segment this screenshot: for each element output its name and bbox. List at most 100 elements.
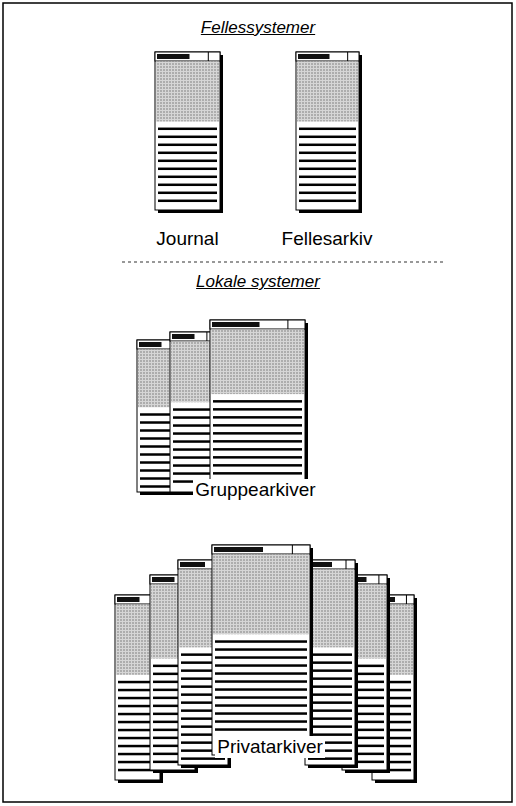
- icon-body: [296, 52, 359, 210]
- icon-text-line: [213, 416, 302, 419]
- archive-icon: [145, 48, 230, 258]
- icon-text-line: [173, 456, 212, 459]
- archive-label: Gruppearkiver: [193, 479, 317, 501]
- icon-text-line: [299, 144, 356, 147]
- icon-grey-area: [297, 62, 358, 122]
- icon-body: [155, 52, 220, 210]
- icon-text-line: [173, 408, 212, 411]
- icon-text-line: [299, 200, 356, 203]
- icon-titlebar-mark: [172, 334, 195, 339]
- icon-text-line: [158, 136, 217, 139]
- section-heading: Lokale systemer: [196, 272, 320, 291]
- heading-row: Lokale systemer: [0, 272, 516, 292]
- archive-icon: [105, 538, 425, 800]
- icon-text-line: [215, 704, 307, 707]
- icon-body: [210, 320, 305, 490]
- icon-grey-area: [213, 555, 309, 635]
- icon-titlebar-mark: [139, 342, 162, 347]
- document-icon: [155, 52, 223, 213]
- icon-text-line: [299, 136, 356, 139]
- document-icon: [212, 545, 313, 758]
- icon-text-line: [158, 144, 217, 147]
- icon-text-line: [308, 725, 352, 728]
- icon-text-line: [308, 685, 352, 688]
- archive-node: Journal: [145, 48, 230, 258]
- icon-titlebar-mark: [214, 547, 263, 552]
- archive-icon: [272, 48, 382, 258]
- icon-text-line: [213, 424, 302, 427]
- icon-text-line: [299, 168, 356, 171]
- icon-text-line: [173, 416, 212, 419]
- icon-text-line: [299, 184, 356, 187]
- icon-titlebar-divider: [208, 52, 209, 61]
- icon-text-line: [158, 128, 217, 131]
- icon-titlebar-divider: [378, 575, 379, 584]
- icon-titlebar-mark: [152, 577, 175, 582]
- icon-titlebar-divider: [346, 560, 347, 569]
- icon-titlebar-mark: [212, 322, 260, 327]
- divider-line: [122, 261, 446, 262]
- icon-titlebar-mark: [180, 562, 205, 567]
- document-icon: [296, 52, 362, 213]
- outer-border: [3, 3, 512, 802]
- icon-grey-area: [306, 570, 354, 648]
- icon-text-line: [213, 400, 302, 403]
- icon-titlebar-mark: [157, 54, 190, 59]
- icon-text-line: [213, 440, 302, 443]
- icon-text-line: [173, 424, 212, 427]
- icon-text-line: [213, 448, 302, 451]
- icon-text-line: [173, 464, 212, 467]
- icon-text-line: [215, 712, 307, 715]
- icon-titlebar: [212, 545, 310, 554]
- archive-node: Fellesarkiv: [272, 48, 382, 258]
- icon-text-line: [215, 656, 307, 659]
- icon-text-line: [308, 717, 352, 720]
- icon-text-line: [215, 640, 307, 643]
- icon-text-line: [158, 152, 217, 155]
- icon-titlebar-divider: [292, 545, 293, 554]
- icon-body: [212, 545, 310, 755]
- icon-text-line: [158, 160, 217, 163]
- icon-text-line: [299, 152, 356, 155]
- icon-text-line: [213, 464, 302, 467]
- icon-text-line: [299, 192, 356, 195]
- icon-text-line: [308, 669, 352, 672]
- section-heading: Fellessystemer: [201, 18, 315, 37]
- icon-text-line: [299, 176, 356, 179]
- icon-text-line: [173, 472, 212, 475]
- icon-text-line: [215, 728, 307, 731]
- archive-label: Privatarkiver: [215, 736, 325, 758]
- icon-titlebar: [155, 52, 220, 61]
- heading-row: Fellessystemer: [0, 18, 516, 38]
- icon-grey-area: [156, 62, 219, 122]
- icon-text-line: [308, 693, 352, 696]
- icon-text-line: [213, 432, 302, 435]
- icon-text-line: [215, 672, 307, 675]
- icon-text-line: [308, 677, 352, 680]
- icon-text-line: [308, 661, 352, 664]
- icon-text-line: [213, 408, 302, 411]
- icon-text-line: [213, 472, 302, 475]
- icon-titlebar-mark: [117, 597, 140, 602]
- icon-titlebar-divider: [406, 595, 407, 604]
- icon-text-line: [215, 720, 307, 723]
- icon-text-line: [308, 653, 352, 656]
- icon-titlebar: [210, 320, 305, 329]
- icon-text-line: [215, 696, 307, 699]
- archive-node: Privatarkiver: [105, 538, 425, 800]
- document-icon: [210, 320, 308, 493]
- icon-text-line: [158, 184, 217, 187]
- icon-text-line: [158, 176, 217, 179]
- icon-body: [170, 332, 215, 492]
- icon-titlebar-divider: [206, 332, 207, 341]
- icon-titlebar: [296, 52, 359, 61]
- icon-text-line: [158, 200, 217, 203]
- archive-label: Journal: [154, 228, 220, 250]
- icon-text-line: [215, 664, 307, 667]
- icon-text-line: [215, 688, 307, 691]
- icon-text-line: [299, 128, 356, 131]
- icon-titlebar: [170, 332, 215, 341]
- icon-titlebar-mark: [298, 54, 330, 59]
- icon-text-line: [173, 448, 212, 451]
